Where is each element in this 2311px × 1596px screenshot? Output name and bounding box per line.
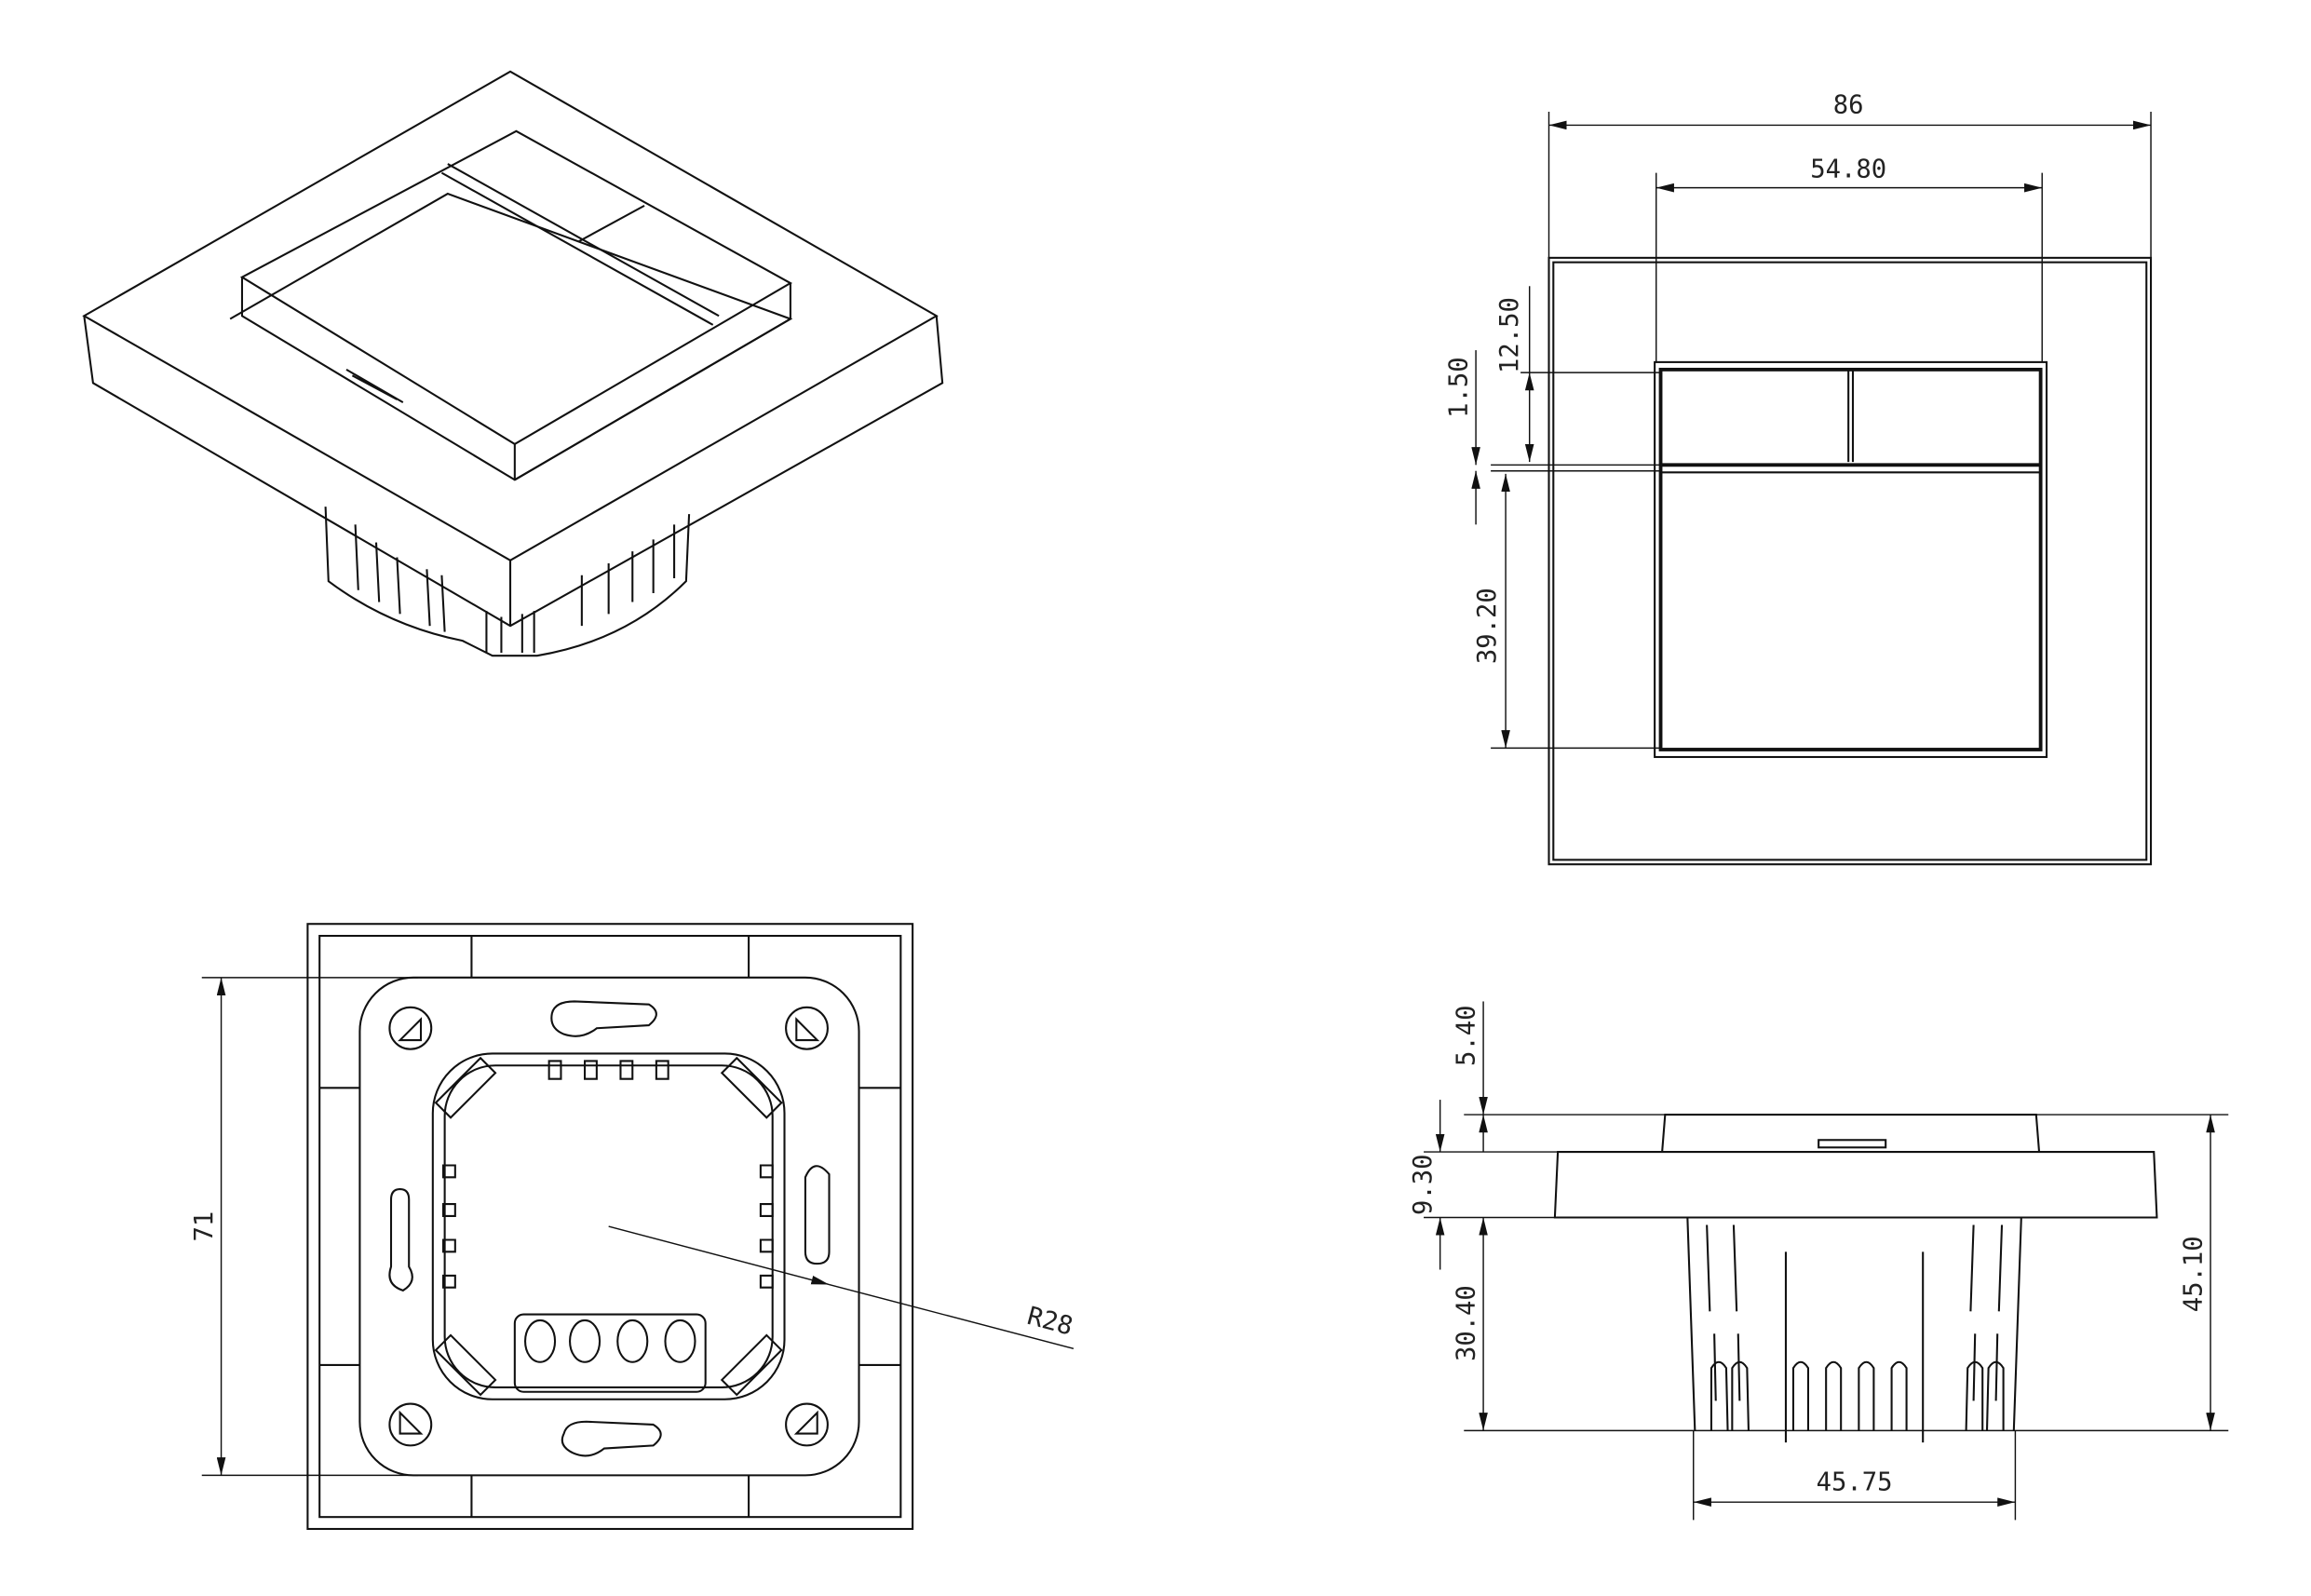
dim-overall-width: 86 [1833,91,1864,120]
dim-body-width: 45.75 [1817,1468,1893,1496]
front-view: 86 54.80 12.50 1.50 39.20 [1444,91,2153,866]
dim-frame-thickness: 9.30 [1409,1155,1438,1215]
side-view: 5.40 9.30 30.40 45.10 45.75 [1409,1001,2229,1521]
dim-upper-key-height: 12.50 [1495,297,1524,373]
isometric-view [82,70,944,657]
dim-total-depth: 45.10 [2179,1236,2208,1312]
dim-key-protrusion: 5.40 [1452,1006,1480,1066]
dim-gap: 1.50 [1444,357,1473,417]
dim-lower-key-height: 39.20 [1473,588,1502,664]
dim-key-width: 54.80 [1810,155,1886,183]
dim-body-depth: 30.40 [1452,1285,1480,1361]
dim-radius: R28 [1024,1302,1075,1342]
back-view: 71 R28 [190,923,1075,1531]
dim-mount-distance: 71 [190,1211,219,1242]
